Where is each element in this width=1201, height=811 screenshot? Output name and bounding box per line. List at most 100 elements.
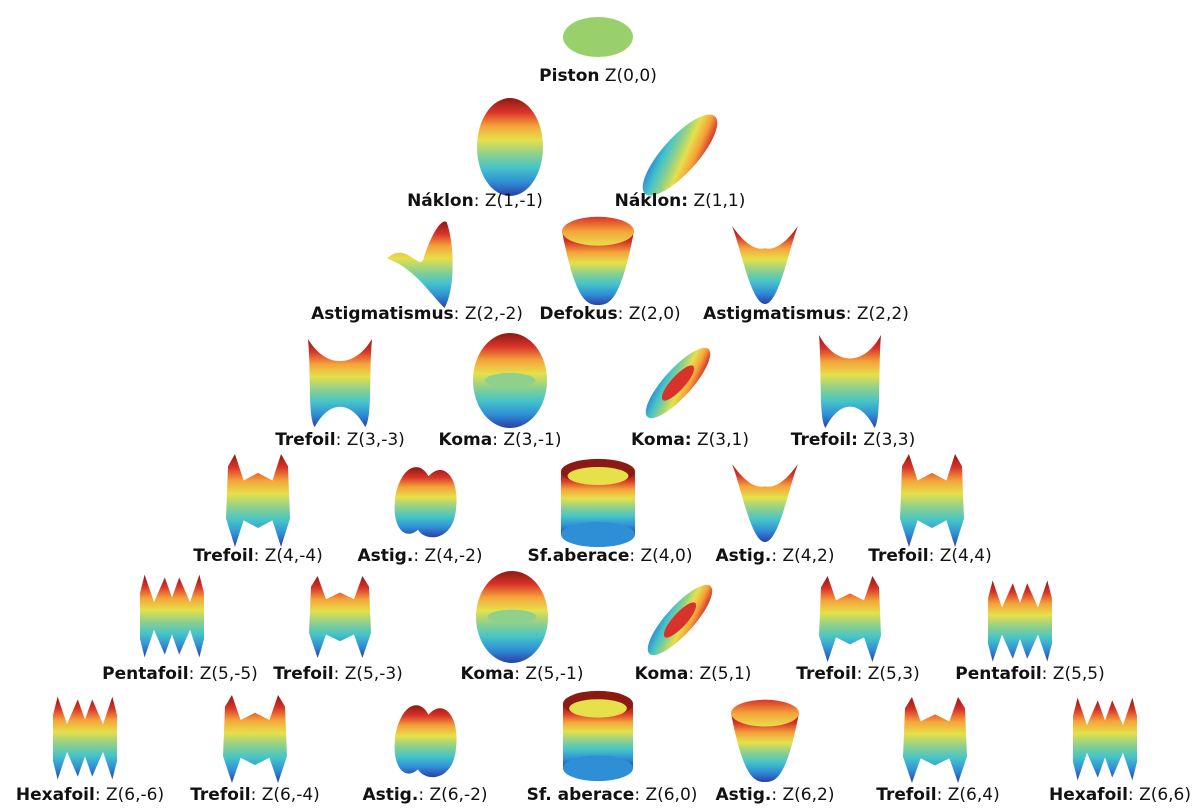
term-name: Koma [438, 430, 493, 450]
term-label: Astigmatismus: Z(2,2) [703, 304, 909, 324]
wavefront-surface [223, 695, 287, 783]
term-label: Trefoil: Z(5,3) [796, 664, 919, 684]
wavefront-surface [140, 574, 204, 658]
term-sep: : [928, 546, 940, 566]
term-sep: : [250, 785, 262, 805]
term-name: Trefoil [796, 664, 857, 684]
term-sep: : [188, 664, 200, 684]
term-index: Z(3,-1) [503, 430, 562, 450]
term-sep: : [771, 785, 783, 805]
term-name: Trefoil [876, 785, 937, 805]
wave-surface [53, 696, 117, 780]
term-index: Z(5,-1) [525, 664, 584, 684]
term-index: Z(4,-4) [264, 546, 323, 566]
wave-surface [140, 574, 204, 658]
wavefront-surface [476, 571, 548, 663]
wave-surface [308, 339, 372, 427]
term-label: Pentafoil: Z(5,-5) [102, 664, 258, 684]
wavefront-surface [1073, 697, 1137, 781]
wavefront-surface [387, 221, 453, 308]
term-label: Trefoil: Z(6,4) [876, 785, 999, 805]
term-index: Z(4,4) [939, 546, 992, 566]
wavefront-surface [988, 580, 1052, 662]
term-index: Z(6,2) [782, 785, 835, 805]
term-label: Defokus: Z(2,0) [539, 304, 680, 324]
term-label: Astig.: Z(4,-2) [357, 546, 482, 566]
term-sep: : [1041, 664, 1053, 684]
term-index: Z(6,0) [645, 785, 698, 805]
term-name: Trefoil [190, 785, 251, 805]
term-label: Hexafoil: Z(6,6) [1049, 785, 1191, 805]
term-sep: : [629, 546, 641, 566]
term-sep: : [413, 546, 425, 566]
wave-surface [223, 695, 287, 783]
tilt-surface [642, 114, 718, 196]
term-index: Z(5,1) [699, 664, 752, 684]
term-sep: : [845, 304, 857, 324]
astig-surface [394, 467, 457, 538]
cylinder-center [567, 467, 629, 485]
term-label: Astig.: Z(6,-2) [362, 785, 487, 805]
term-sep: : [335, 430, 347, 450]
bowl-rim [731, 699, 799, 727]
wave-surface [900, 454, 964, 547]
term-index: Z(5,5) [1052, 664, 1105, 684]
term-sep: : [473, 191, 485, 211]
term-name: Astigmatismus [311, 304, 454, 324]
term-index: Z(6,-4) [261, 785, 320, 805]
term-index: Z(2,-2) [464, 304, 523, 324]
bowl-surface [731, 713, 799, 782]
wave-surface [988, 580, 1052, 662]
term-label: Koma: Z(3,1) [631, 430, 749, 450]
term-label: Trefoil: Z(3,-3) [275, 430, 405, 450]
wave-surface [903, 697, 967, 783]
term-index: Z(4,2) [782, 546, 835, 566]
term-name: Náklon [407, 191, 474, 211]
wavefront-surface [394, 467, 457, 538]
term-label: Trefoil: Z(4,-4) [193, 546, 323, 566]
term-name: Pentafoil [102, 664, 189, 684]
term-index: Z(3,3) [863, 430, 916, 450]
wave-surface [1073, 697, 1137, 781]
wavefront-surface [562, 216, 634, 305]
term-label: Koma: Z(3,-1) [439, 430, 562, 450]
coma-ring [487, 609, 537, 625]
wavefront-surface [53, 696, 117, 780]
term-sep: : [333, 664, 345, 684]
coma-ring [484, 372, 536, 389]
term-sep: : [617, 304, 629, 324]
wavefront-surface [645, 347, 711, 419]
wavefront-surface [819, 335, 881, 428]
coma-lobe [663, 602, 697, 638]
term-index: Z(5,-3) [344, 664, 403, 684]
term-index: Z(3,1) [697, 430, 749, 450]
wavefront-surface [732, 226, 798, 304]
term-name: Defokus [539, 304, 618, 324]
bowl-rim [562, 216, 634, 246]
vshape-surface [732, 464, 798, 542]
piston-disk [563, 17, 633, 57]
coma-lobe [661, 365, 695, 401]
term-index: Z(3,-3) [346, 430, 405, 450]
term-sep: : [688, 664, 700, 684]
term-index: Z(6,-2) [429, 785, 488, 805]
wavefront-surface [394, 705, 457, 778]
term-name: Trefoil [193, 546, 254, 566]
term-label: Astigmatismus: Z(2,-2) [311, 304, 523, 324]
wavefront-surface [732, 464, 798, 542]
term-index: Z(2,2) [856, 304, 909, 324]
cylinder-base [563, 755, 633, 782]
wavefront-surface [647, 584, 713, 656]
term-label: Trefoil: Z(5,-3) [273, 664, 403, 684]
term-name: Astig. [715, 785, 772, 805]
term-index: Z(4,-2) [424, 546, 483, 566]
wave-surface [819, 335, 881, 428]
vshape-surface [732, 226, 798, 304]
wave-surface [819, 576, 881, 662]
term-name: Koma: [631, 430, 692, 450]
term-label: Trefoil: Z(3,3) [791, 430, 916, 450]
term-name: Sf.aberace [527, 546, 630, 566]
term-index: Z(0,0) [604, 66, 657, 86]
bowl-surface [562, 231, 634, 305]
term-index: Z(5,-5) [199, 664, 258, 684]
